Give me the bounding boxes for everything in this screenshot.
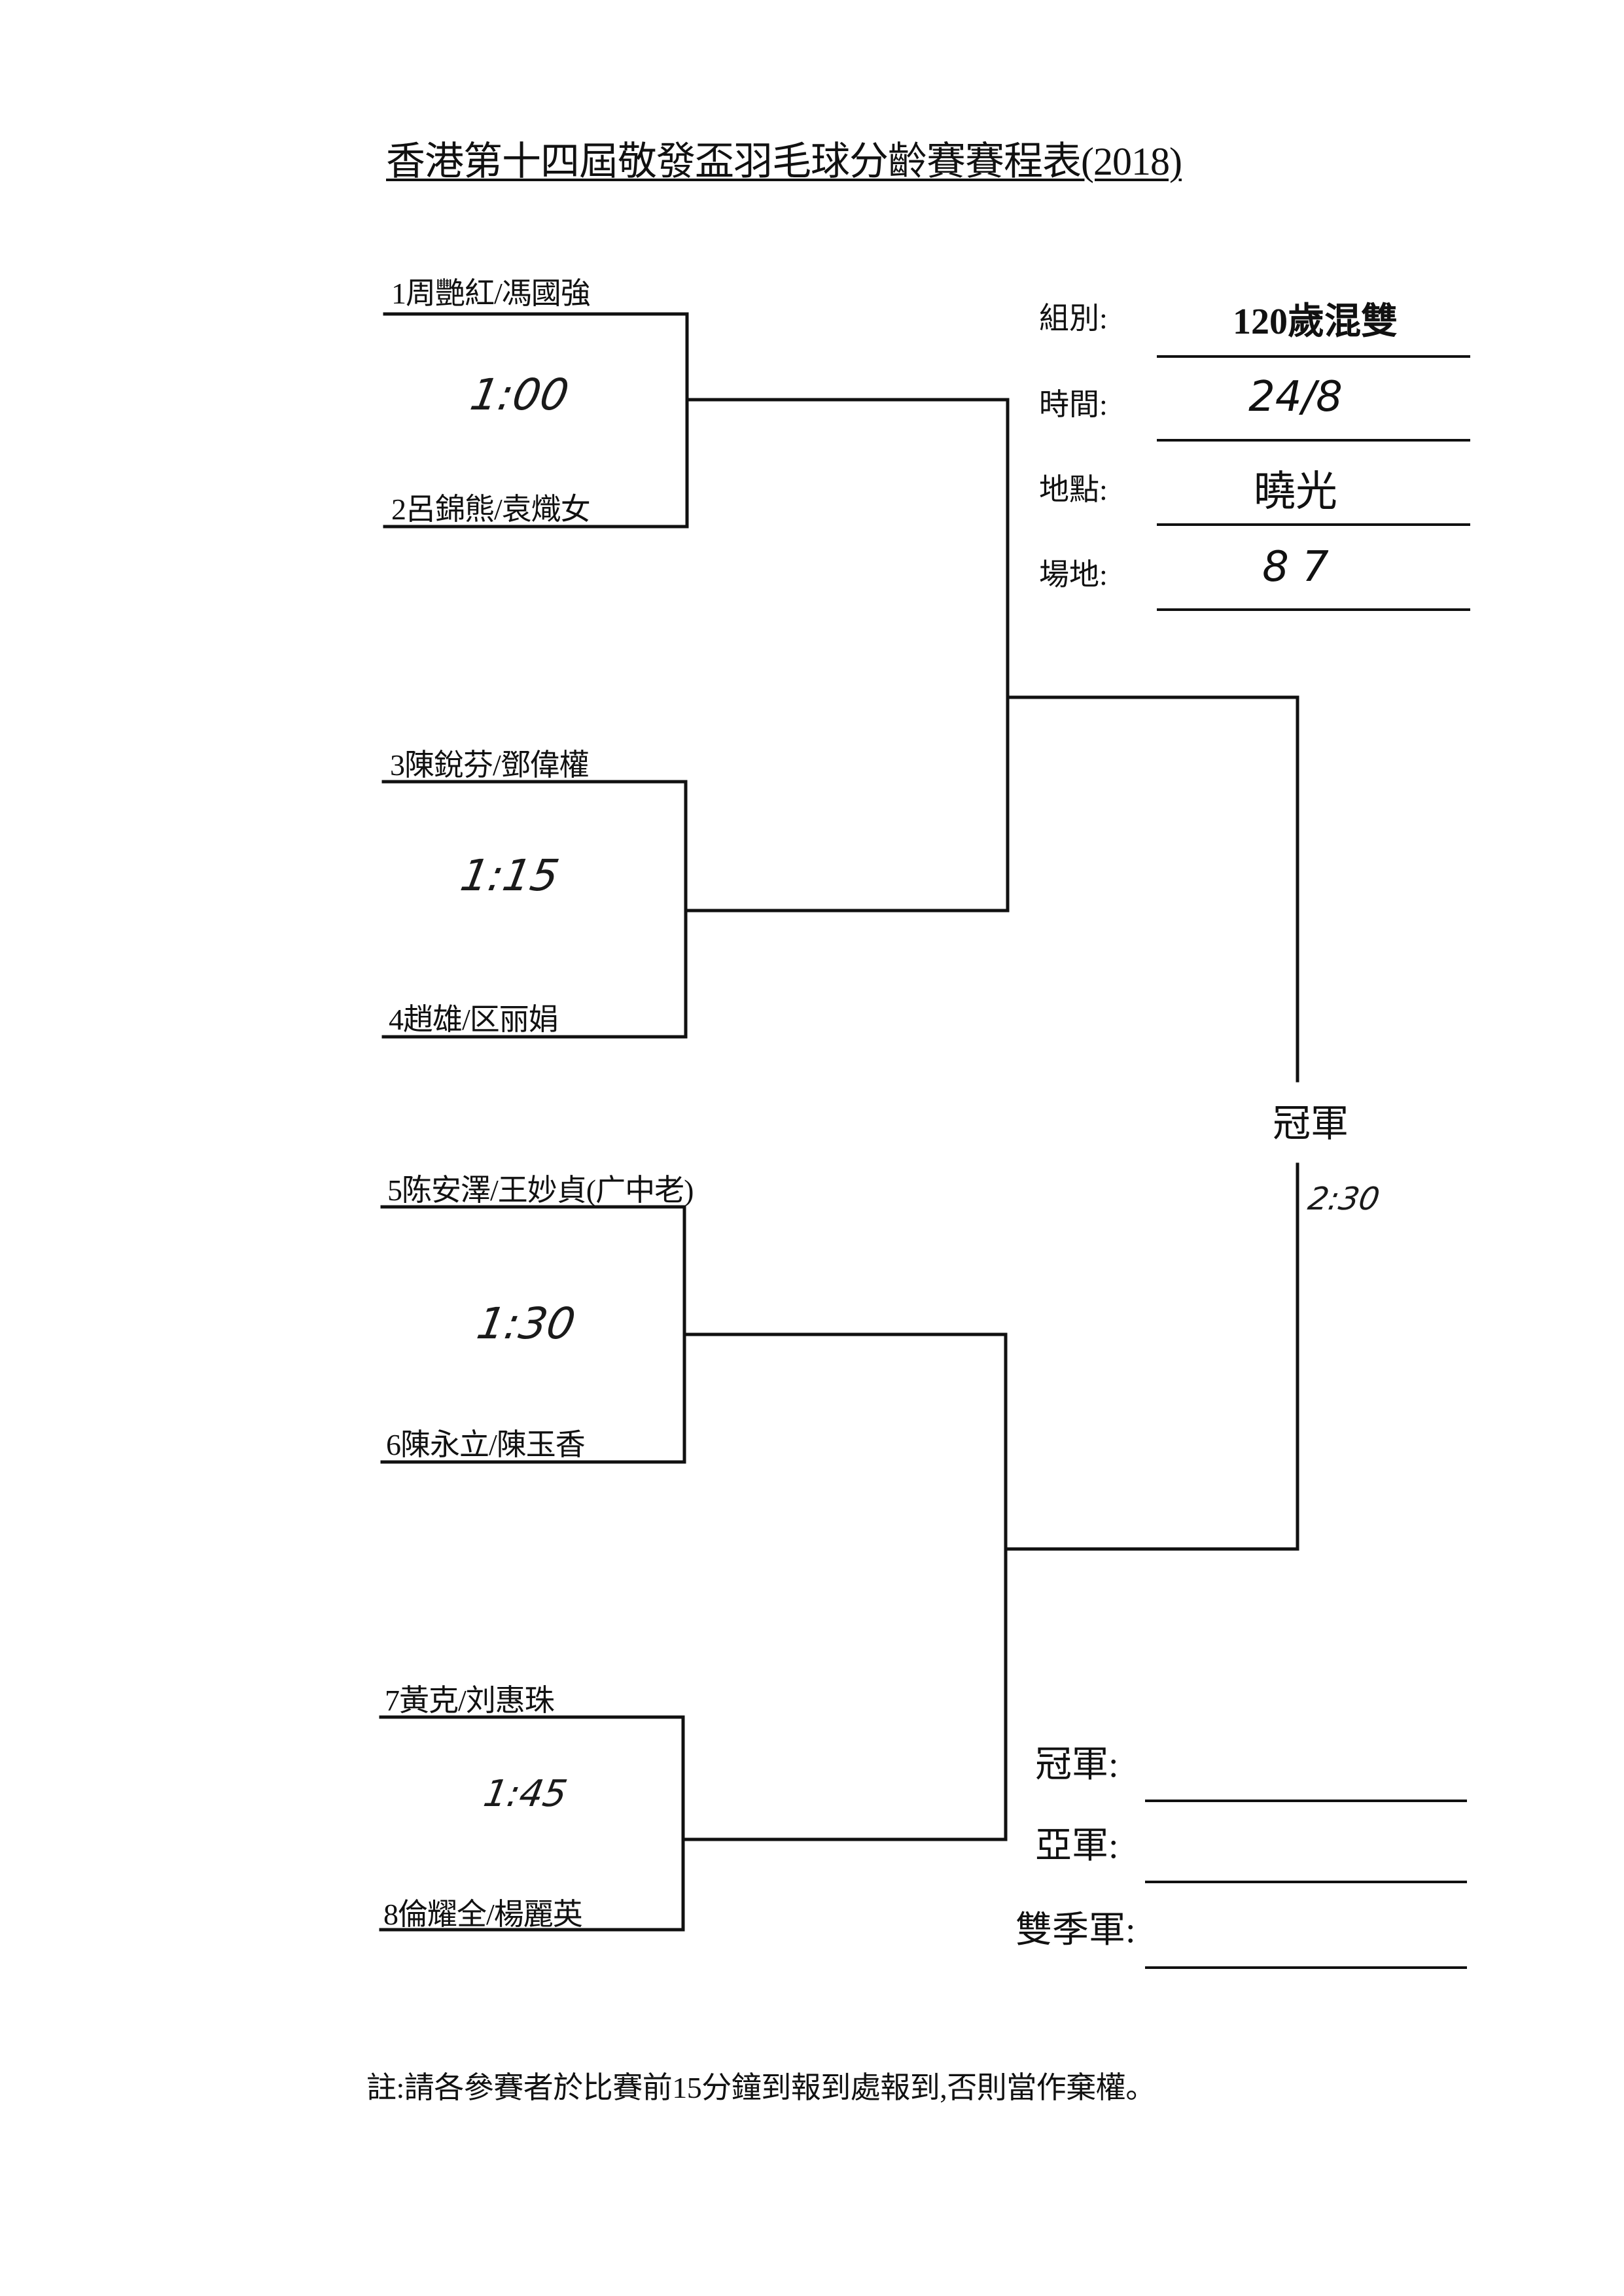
champion-label: 冠軍: xyxy=(1035,1745,1119,1785)
player-4: 4趙雄/区丽娟 xyxy=(389,1003,559,1036)
court-label: 場地: xyxy=(1039,558,1108,591)
player-8: 8倫耀全/楊麗英 xyxy=(383,1898,583,1931)
player-5: 5陈安澤/王妙貞(广中老) xyxy=(387,1174,694,1207)
group-label: 組別: xyxy=(1039,302,1108,335)
date-label: 時間: xyxy=(1039,388,1108,421)
final-champion-label: 冠軍 xyxy=(1273,1102,1349,1145)
third-place-label: 雙季軍: xyxy=(1015,1910,1136,1951)
group-value: 120歲混雙 xyxy=(1233,302,1398,342)
venue-label: 地點: xyxy=(1039,473,1108,506)
player-1: 1周艷紅/馮國強 xyxy=(391,277,591,310)
match-time-4: 1:45 xyxy=(480,1773,571,1815)
player-2: 2呂錦熊/袁熾女 xyxy=(391,493,591,526)
date-value: 24/8 xyxy=(1248,373,1343,421)
final-match-time: 2:30 xyxy=(1305,1181,1383,1217)
match-time-3: 1:30 xyxy=(473,1298,580,1349)
runner-up-label: 亞軍: xyxy=(1035,1826,1119,1866)
player-7: 7黃克/刘惠珠 xyxy=(385,1684,555,1717)
match-time-1: 1:00 xyxy=(467,370,573,420)
footer-note: 註:請各參賽者於比賽前15分鐘到報到處報到,否則當作棄權。 xyxy=(366,2071,1156,2104)
match-time-2: 1:15 xyxy=(457,850,563,901)
document-title: 香港第十四屆敬發盃羽毛球分齡賽賽程表(2018) xyxy=(386,140,1182,183)
player-3: 3陳銳芬/鄧偉權 xyxy=(390,748,590,782)
venue-value: 曉光 xyxy=(1254,468,1337,516)
player-6: 6陳永立/陳玉香 xyxy=(386,1428,586,1461)
court-value: 8 7 xyxy=(1262,543,1329,591)
